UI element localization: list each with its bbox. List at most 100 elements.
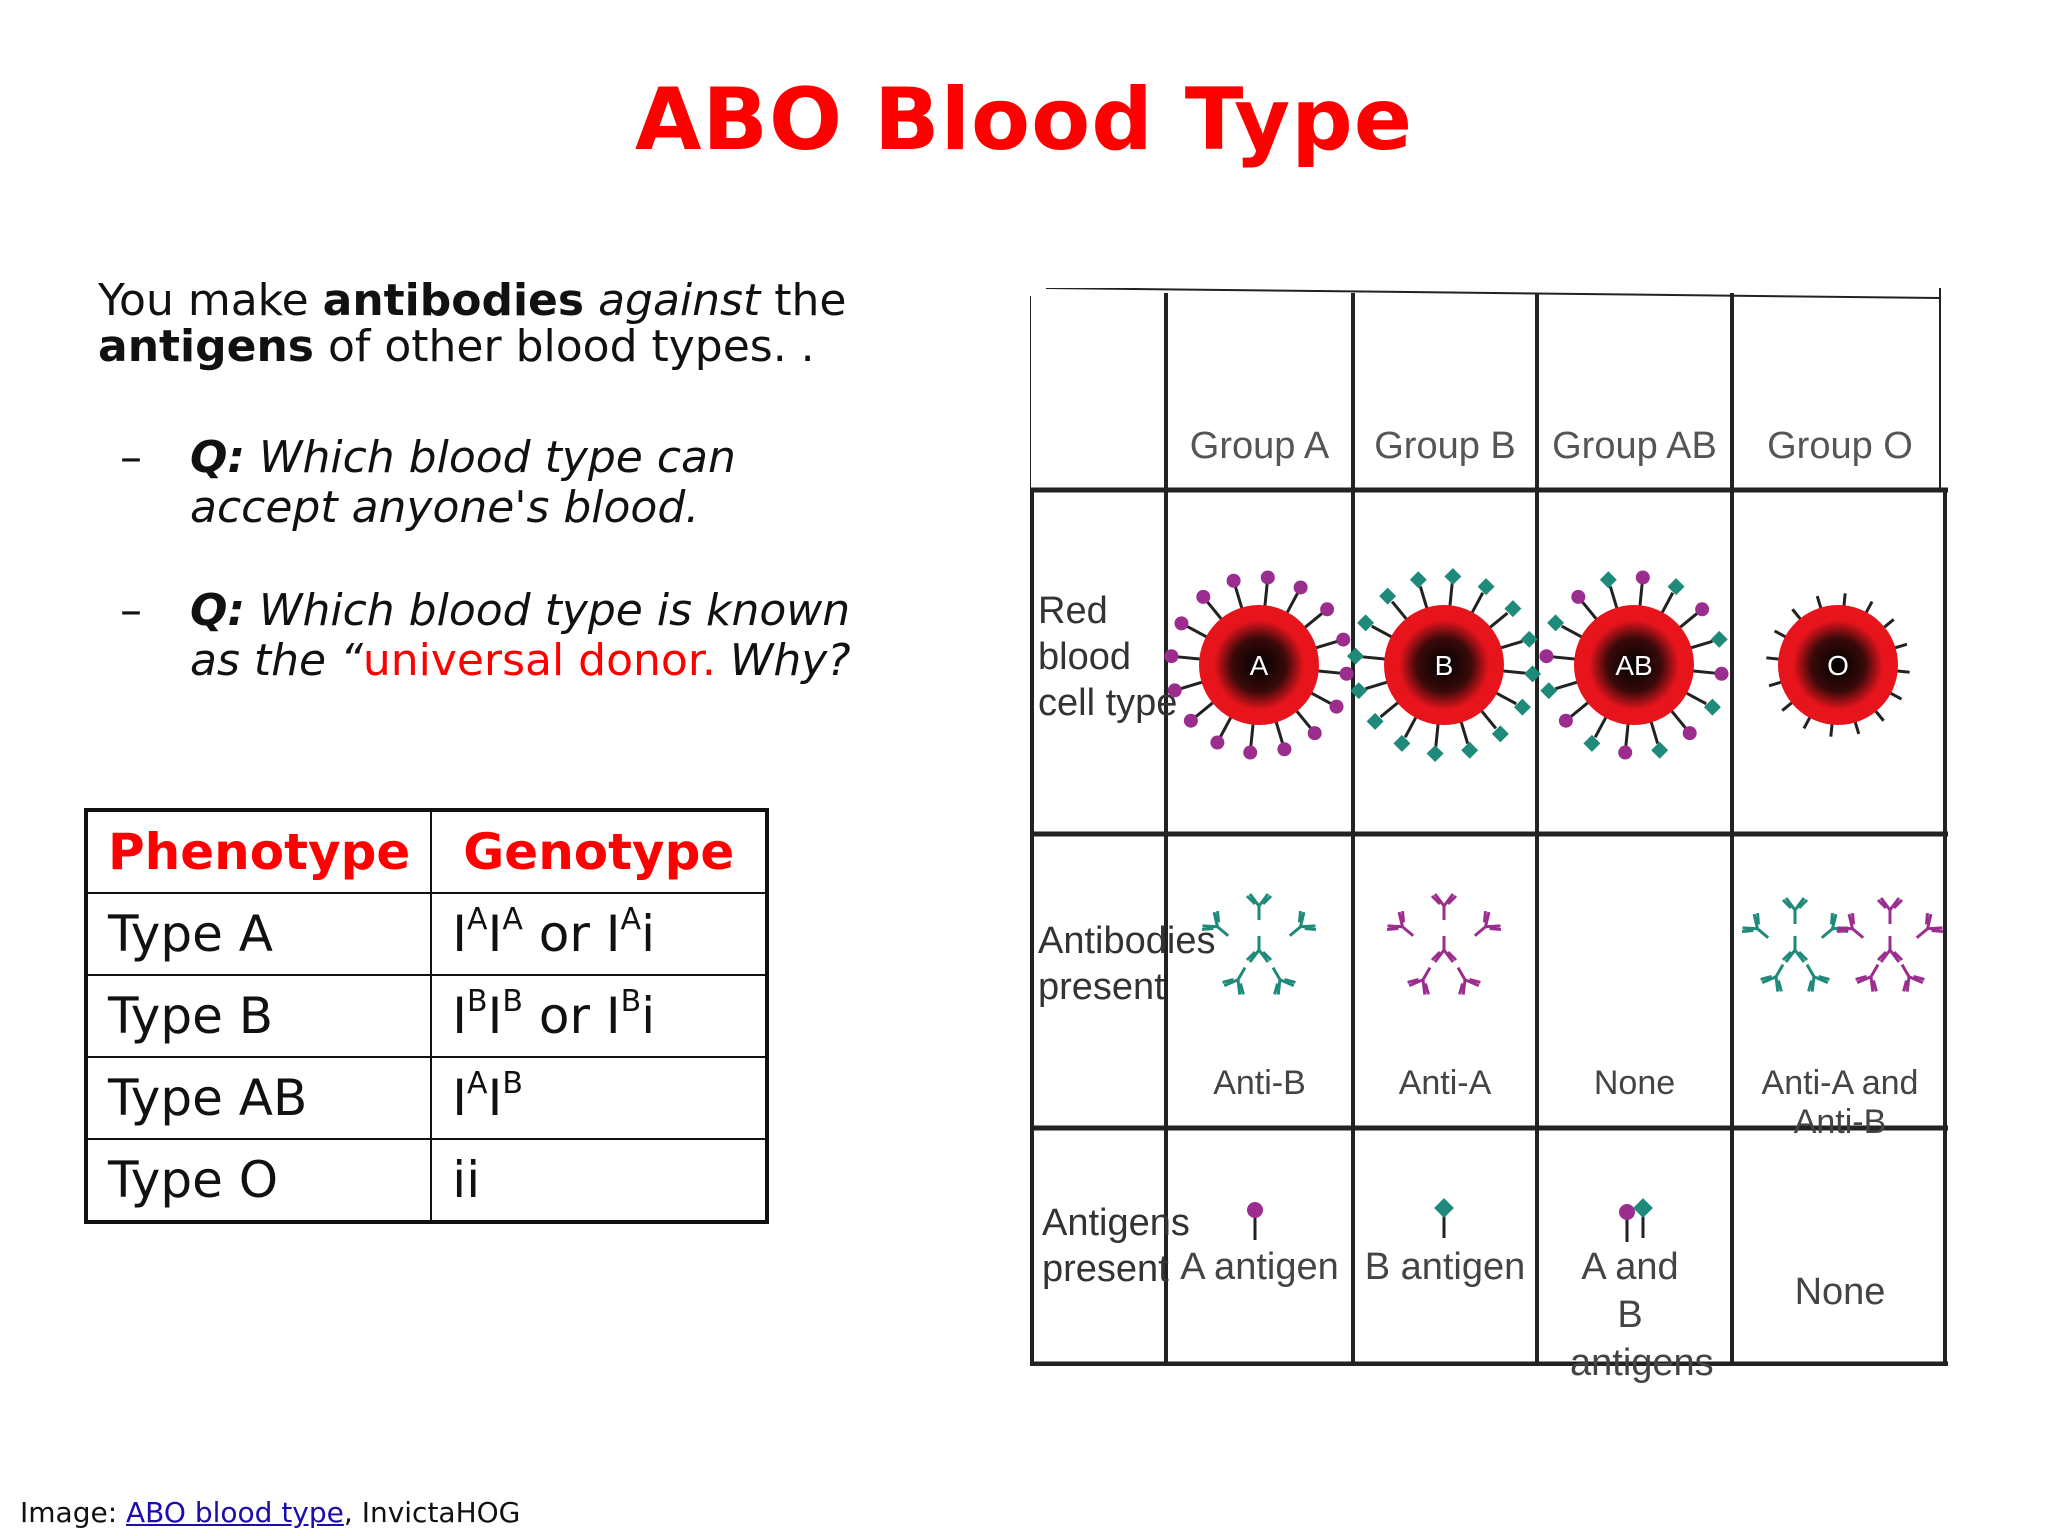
antigen-a-icon: [1558, 713, 1573, 728]
blood-group-chart: Group A Group B Group AB Group O Red blo…: [1030, 288, 1948, 1384]
antigen-b-icon: [1426, 745, 1444, 763]
antibody-icon: [1781, 936, 1809, 963]
antibody-icon: [1386, 910, 1415, 937]
table-row: Type AB IAIB: [84, 1056, 769, 1140]
antibody-icon: [1781, 897, 1809, 924]
table-row: Type O ii: [84, 1138, 769, 1223]
header-group-ab: Group AB: [1552, 425, 1717, 467]
antigen-b-icon: [1710, 630, 1728, 648]
header-genotype: Genotype: [430, 809, 769, 894]
table-row: Type B IBIB or IBi: [84, 974, 769, 1058]
antigen-b-icon: [1409, 571, 1427, 589]
antigen-b-icon: [1350, 682, 1368, 700]
antibody-icon: [1407, 966, 1432, 995]
antigen-b-icon: [1461, 741, 1479, 759]
antibody-icon: [1456, 966, 1481, 995]
antibody-icon: [1900, 963, 1925, 992]
antigen-b-icon: [1366, 712, 1384, 730]
phenotype-cell: Type A: [84, 892, 433, 976]
antigen-b-icon: [1524, 665, 1542, 683]
phenotype-cell: Type O: [84, 1138, 433, 1223]
row-label-rbc: Red blood cell type: [1038, 590, 1178, 724]
row-label-antibodies: Antibodies present: [1038, 920, 1216, 1008]
antigen-label-a: A antigen: [1180, 1246, 1339, 1288]
antibody-icon: [1805, 963, 1830, 992]
antibody-icon: [1855, 963, 1880, 992]
antibody-icon: [1876, 897, 1904, 924]
antigen-a-icon: [1339, 666, 1354, 681]
antibody-icon: [1201, 910, 1230, 937]
phenotype-cell: Type AB: [84, 1056, 433, 1140]
antigen-a-icon: [1618, 745, 1633, 760]
row-label-antigens: Antigens present: [1042, 1202, 1190, 1290]
header-group-o: Group O: [1767, 425, 1913, 467]
antibody-icon: [1288, 910, 1317, 937]
antigen-a-icon: [1210, 735, 1225, 750]
table-header-row: Phenotype Genotype: [84, 809, 769, 894]
antibody-icon: [1760, 963, 1785, 992]
antigen-b-icon: [1703, 698, 1721, 716]
antigen-a-icon: [1329, 699, 1344, 714]
antigen-a-icon: [1682, 726, 1697, 741]
antigen-b-icon: [1444, 567, 1462, 585]
antibody-icon: [1876, 936, 1904, 963]
antigen-a-icon: [1247, 1202, 1263, 1218]
antibody-icon: [1222, 966, 1247, 995]
antigen-b-icon: [1513, 698, 1531, 716]
credit-link[interactable]: ABO blood type: [126, 1496, 344, 1529]
cell-type-label: O: [1827, 650, 1849, 681]
genotype-cell: IBIB or IBi: [430, 974, 769, 1058]
antigen-a-icon: [1635, 570, 1650, 585]
antibody-label-o: Anti-A and Anti-B: [1761, 1064, 1919, 1141]
antigen-a-icon: [1226, 573, 1241, 588]
antibody-icon: [1245, 936, 1273, 963]
antigen-a-icon: [1695, 602, 1710, 617]
antigen-label-o: None: [1794, 1271, 1886, 1313]
red-blood-cell-icon: [1778, 605, 1898, 725]
antibody-icon: [1430, 936, 1458, 963]
antigen-label-b: B antigen: [1364, 1246, 1526, 1288]
table-row: Type A IAIA or IAi: [84, 892, 769, 976]
antigen-b-icon: [1357, 614, 1375, 632]
antibody-icon: [1430, 893, 1458, 920]
cell-type-label: A: [1250, 650, 1269, 681]
antigen-a-icon: [1571, 589, 1586, 604]
antigen-b-icon: [1393, 734, 1411, 752]
antigen-a-icon: [1164, 649, 1179, 664]
image-credit: Image: ABO blood type, InvictaHOG: [20, 1496, 521, 1529]
antigen-label-ab: A and B antigens: [1570, 1246, 1714, 1384]
antigen-a-icon: [1320, 602, 1335, 617]
genotype-cell: IAIB: [430, 1056, 769, 1140]
antigen-b-icon: [1434, 1198, 1454, 1218]
antibody-icon: [1741, 912, 1770, 939]
antibody-icon: [1245, 893, 1273, 920]
antigen-b-icon: [1379, 587, 1397, 605]
antigen-a-icon: [1619, 1204, 1635, 1220]
antigen-b-icon: [1520, 630, 1538, 648]
page-title: ABO Blood Type: [634, 70, 1414, 170]
intro-text: You make antibodies against the antigens…: [98, 275, 847, 372]
antigen-b-icon: [1504, 600, 1522, 618]
antigen-b-icon: [1540, 682, 1558, 700]
antigen-b-icon: [1583, 734, 1601, 752]
header-group-a: Group A: [1189, 425, 1330, 467]
antigen-a-icon: [1260, 570, 1275, 585]
red-blood-cell-icon: [1384, 605, 1504, 725]
antigen-b-icon: [1599, 571, 1617, 589]
phenotype-cell: Type B: [84, 974, 433, 1058]
antigen-b-icon: [1667, 578, 1685, 596]
genotype-cell: IAIA or IAi: [430, 892, 769, 976]
antigen-a-icon: [1243, 745, 1258, 760]
antibody-label-b: Anti-A: [1398, 1064, 1492, 1102]
header-phenotype: Phenotype: [84, 809, 433, 894]
genotype-table: Phenotype Genotype Type A IAIA or IAi Ty…: [84, 808, 770, 1224]
antigen-b-icon: [1491, 725, 1509, 743]
antigen-b-icon: [1547, 614, 1565, 632]
antibody-label-a: Anti-B: [1213, 1064, 1306, 1102]
antigen-a-icon: [1277, 742, 1292, 757]
antibody-icon: [1836, 912, 1865, 939]
antigen-a-icon: [1183, 713, 1198, 728]
cell-type-label: AB: [1615, 650, 1652, 681]
antigen-b-icon: [1633, 1198, 1653, 1218]
